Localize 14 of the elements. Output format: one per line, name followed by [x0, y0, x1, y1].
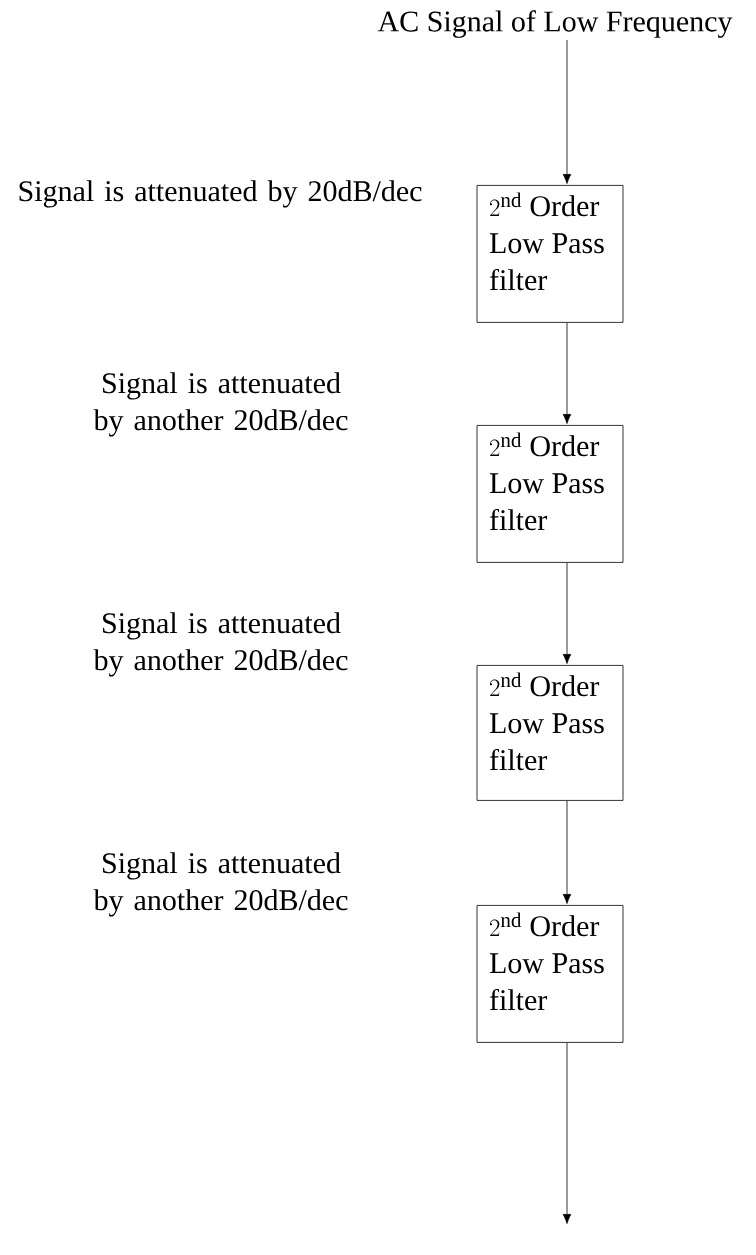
filter-box: $2^{\mathrm{nd}}$ Order Low Pass filter [476, 665, 624, 801]
filter-box: $2^{\mathrm{nd}}$ Order Low Pass filter [476, 425, 624, 563]
arrow [562, 322, 572, 424]
arrow [562, 800, 572, 904]
side-note: Signal is attenuated by another 20dB/dec [93, 372, 348, 437]
input-label: AC Signal of Low Frequency [377, 10, 733, 38]
side-note: Signal is attenuated by 20dB/dec [19, 180, 422, 208]
arrow [562, 39, 572, 184]
filter-box: $2^{\mathrm{nd}}$ Order Low Pass filter [476, 905, 624, 1043]
arrow [562, 562, 572, 664]
side-note: Signal is attenuated by another 20dB/dec [93, 612, 348, 677]
filter-box: $2^{\mathrm{nd}}$ Order Low Pass filter [476, 185, 624, 323]
side-note: Signal is attenuated by another 20dB/dec [93, 852, 348, 917]
arrow [562, 1042, 572, 1224]
